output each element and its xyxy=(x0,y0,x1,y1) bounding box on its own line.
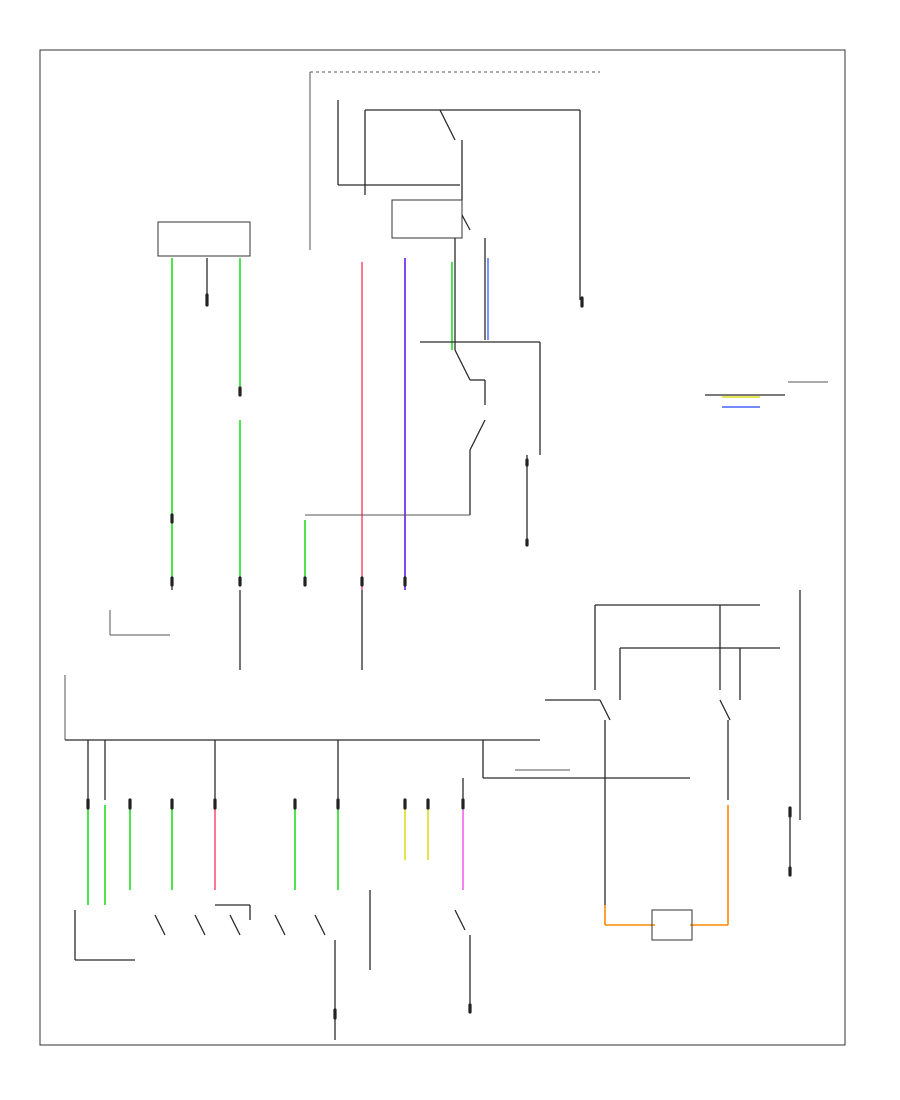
diagram-frame xyxy=(39,49,846,1046)
motor-unit xyxy=(651,909,693,941)
center-wires xyxy=(304,258,584,590)
bottom-switch-section xyxy=(74,740,472,1040)
relay-box-1 xyxy=(391,199,463,239)
main-bus xyxy=(64,513,690,779)
right-relay-section xyxy=(545,590,801,941)
top-fuse-section xyxy=(309,71,600,350)
instrument-cluster-area xyxy=(705,381,828,408)
control-module-top-left xyxy=(157,221,251,585)
